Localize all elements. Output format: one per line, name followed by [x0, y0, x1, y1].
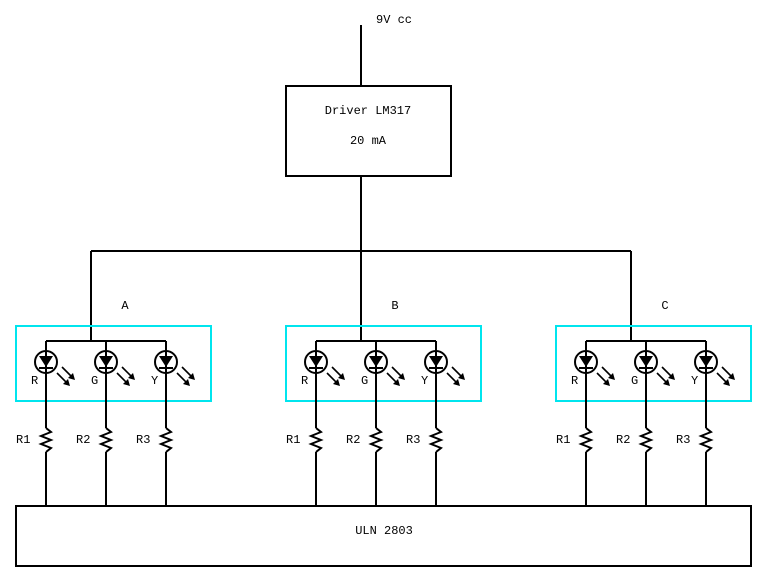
- light-arrowhead-icon: [68, 373, 75, 380]
- led-color-label: G: [361, 374, 368, 388]
- diode-triangle-icon: [39, 356, 53, 367]
- led: R: [571, 341, 615, 428]
- light-arrowhead-icon: [458, 373, 465, 380]
- led-group-c: C R R1 G R2 Y R3: [555, 251, 752, 506]
- led: G: [91, 341, 135, 428]
- resistor-icon: [698, 427, 714, 453]
- light-arrowhead-icon: [398, 373, 405, 380]
- light-arrowhead-icon: [188, 373, 195, 380]
- resistor-icon: [98, 427, 114, 453]
- driver-current: 20 mA: [350, 134, 387, 148]
- led: R: [31, 341, 75, 428]
- led-color-label: R: [31, 374, 38, 388]
- light-arrowhead-icon: [63, 379, 70, 386]
- light-arrowhead-icon: [183, 379, 190, 386]
- uln2803-label: ULN 2803: [355, 524, 413, 538]
- light-arrowhead-icon: [453, 379, 460, 386]
- resistor-icon: [158, 427, 174, 453]
- led: Y: [691, 341, 735, 428]
- led-color-label: Y: [691, 374, 698, 388]
- led-color-label: Y: [151, 374, 158, 388]
- diode-triangle-icon: [699, 356, 713, 367]
- light-arrowhead-icon: [333, 379, 340, 386]
- led: Y: [151, 341, 195, 428]
- resistor-label: R3: [406, 433, 420, 447]
- light-arrowhead-icon: [123, 379, 130, 386]
- resistor-icon: [308, 427, 324, 453]
- led-color-label: G: [91, 374, 98, 388]
- group-label: A: [121, 299, 129, 313]
- led-color-label: Y: [421, 374, 428, 388]
- driver-block: [285, 85, 452, 177]
- resistor: R2: [616, 427, 654, 506]
- resistor: R1: [16, 427, 54, 506]
- group-outline: [15, 325, 212, 402]
- light-arrowhead-icon: [338, 373, 345, 380]
- resistor: R1: [556, 427, 594, 506]
- resistor-icon: [578, 427, 594, 453]
- group-outline: [555, 325, 752, 402]
- light-arrowhead-icon: [663, 379, 670, 386]
- driver-name: Driver LM317: [325, 104, 411, 118]
- resistor-icon: [38, 427, 54, 453]
- led: G: [631, 341, 675, 428]
- resistor-label: R1: [16, 433, 30, 447]
- resistor-label: R2: [616, 433, 630, 447]
- led-group-b: B R R1 G R2 Y R3: [285, 251, 482, 506]
- diode-triangle-icon: [309, 356, 323, 367]
- resistor-icon: [368, 427, 384, 453]
- light-arrowhead-icon: [603, 379, 610, 386]
- group-outline: [285, 325, 482, 402]
- group-label: C: [661, 299, 668, 313]
- led-color-label: R: [571, 374, 578, 388]
- resistor: R1: [286, 427, 324, 506]
- resistor: R3: [676, 427, 714, 506]
- diode-triangle-icon: [369, 356, 383, 367]
- diode-triangle-icon: [579, 356, 593, 367]
- resistor: R2: [346, 427, 384, 506]
- led-groups: A R R1 G R2 Y R3 B R R1 G R2 Y R3 C R R1 G R2 Y R3: [15, 251, 752, 506]
- diode-triangle-icon: [639, 356, 653, 367]
- resistor-label: R2: [346, 433, 360, 447]
- light-arrowhead-icon: [393, 379, 400, 386]
- resistor: R3: [406, 427, 444, 506]
- led-color-label: R: [301, 374, 308, 388]
- light-arrowhead-icon: [668, 373, 675, 380]
- supply-label: 9V cc: [376, 13, 412, 27]
- led-color-label: G: [631, 374, 638, 388]
- light-arrowhead-icon: [128, 373, 135, 380]
- uln2803-block: [15, 505, 752, 567]
- resistor-label: R1: [556, 433, 570, 447]
- resistor-icon: [428, 427, 444, 453]
- diode-triangle-icon: [159, 356, 173, 367]
- resistor-label: R2: [76, 433, 90, 447]
- light-arrowhead-icon: [608, 373, 615, 380]
- led: Y: [421, 341, 465, 428]
- light-arrowhead-icon: [728, 373, 735, 380]
- light-arrowhead-icon: [723, 379, 730, 386]
- resistor: R3: [136, 427, 174, 506]
- resistor-label: R3: [676, 433, 690, 447]
- led: R: [301, 341, 345, 428]
- led: G: [361, 341, 405, 428]
- resistor-label: R1: [286, 433, 300, 447]
- diode-triangle-icon: [429, 356, 443, 367]
- resistor-icon: [638, 427, 654, 453]
- group-label: B: [391, 299, 398, 313]
- led-group-a: A R R1 G R2 Y R3: [15, 251, 212, 506]
- diode-triangle-icon: [99, 356, 113, 367]
- resistor: R2: [76, 427, 114, 506]
- resistor-label: R3: [136, 433, 150, 447]
